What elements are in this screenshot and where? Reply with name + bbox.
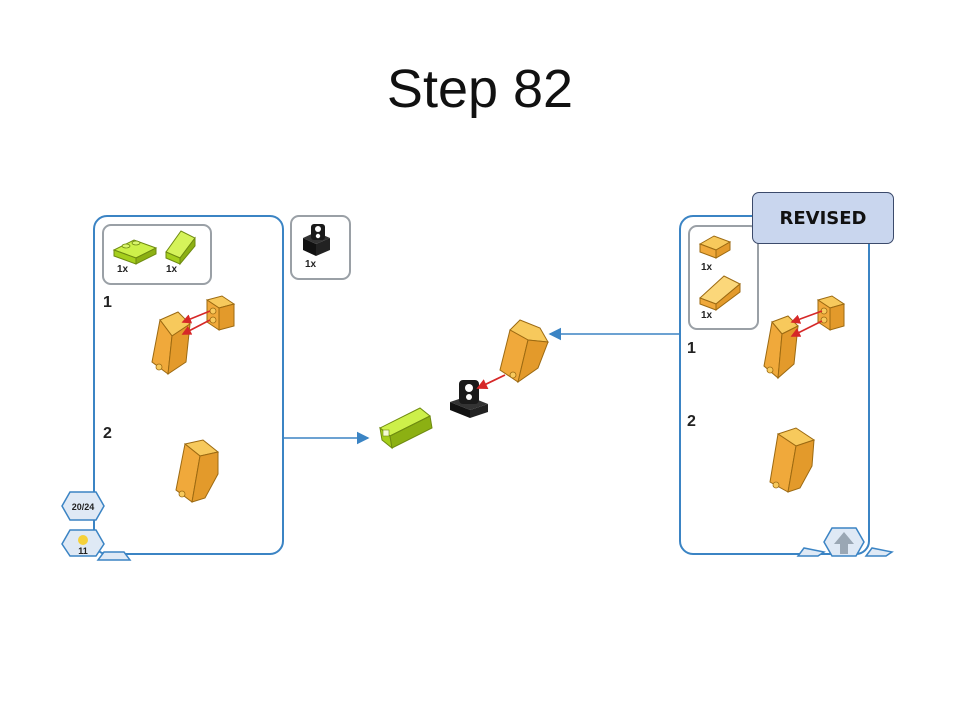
left-step-1-orange-brick-small [205, 295, 236, 331]
middle-orange-wedge [499, 319, 549, 384]
left-part-1-qty: 1x [117, 264, 129, 275]
lime-wedge-brick-icon [165, 230, 196, 266]
count-hex-label: 11 [78, 546, 88, 556]
partial-hex-badge-right-b [864, 547, 894, 557]
right-step-1-orange-brick-small [816, 295, 846, 331]
slide-title: Step 82 [386, 59, 574, 119]
middle-black-connector [450, 380, 488, 418]
count-hex-badge: 11 [61, 529, 105, 557]
right-orange-long-slope-icon [699, 275, 741, 311]
black-connector-icon [303, 224, 330, 256]
right-step-2-number: 2 [687, 413, 696, 430]
left-step-1-orange-wedge [151, 311, 191, 376]
left-step-2-orange-wedge [175, 439, 220, 503]
middle-red-arrow [476, 374, 506, 389]
right-orange-slope-brick-icon [698, 235, 732, 259]
partial-hex-badge-right-a [796, 547, 826, 557]
connector-part-qty: 1x [305, 259, 317, 270]
right-step-1-red-arrow-a [790, 310, 823, 324]
left-step-1-red-arrow-b [181, 319, 211, 335]
left-step-2-number: 2 [103, 425, 112, 442]
right-part-2-qty: 1x [701, 310, 713, 321]
lime-slope-brick-icon [112, 239, 158, 265]
right-step-1-number: 1 [687, 340, 696, 357]
middle-lime-brick [379, 407, 433, 450]
revised-badge: REVISED [752, 192, 894, 244]
progress-hex-badge: 20/24 [61, 491, 105, 521]
right-step-2-orange-wedge [769, 427, 816, 493]
partial-hex-badge-left [96, 551, 132, 561]
up-arrow-hex-icon [823, 527, 865, 557]
right-part-1-qty: 1x [701, 262, 713, 273]
left-step-1-red-arrow-a [181, 310, 211, 324]
right-step-1-orange-wedge [763, 315, 799, 380]
right-step-1-red-arrow-b [790, 320, 823, 337]
left-part-2-qty: 1x [166, 264, 178, 275]
revised-badge-label: REVISED [779, 207, 867, 229]
left-step-1-number: 1 [103, 294, 112, 311]
progress-hex-label: 20/24 [72, 502, 95, 512]
